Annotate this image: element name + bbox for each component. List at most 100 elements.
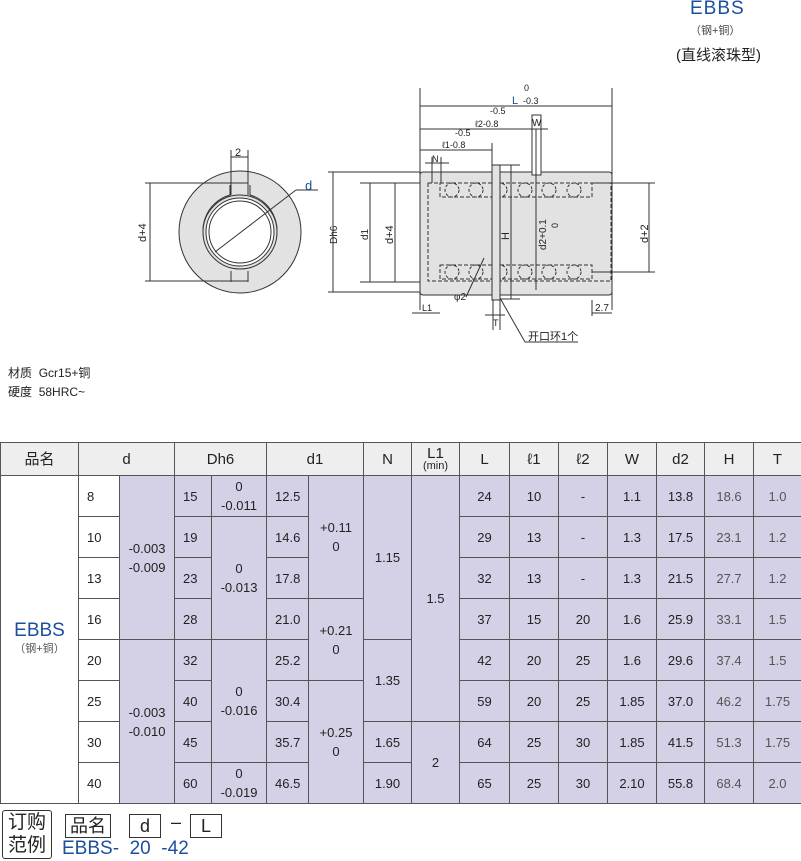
cell-d: 30 xyxy=(78,721,120,763)
cell-d1-tol-upper: +0.21 xyxy=(319,622,353,638)
cell-d1-tol-lower: 0 xyxy=(332,744,340,759)
order-label-2: 范例 xyxy=(7,835,46,856)
cell-W: 1.85 xyxy=(607,680,657,722)
cell-dh6-tol: 0 -0.013 xyxy=(211,516,267,640)
cell-d1: 14.6 xyxy=(266,516,309,558)
example-sep: - xyxy=(161,838,168,859)
d2-label: d2+0.1 xyxy=(538,219,549,250)
material-value: Gcr15+铜 xyxy=(38,366,91,380)
hardness-line: 硬度 58HRC~ xyxy=(8,383,85,400)
cell-d2: 55.8 xyxy=(656,762,705,804)
cell-L: 59 xyxy=(459,680,510,722)
cell-l1: 10 xyxy=(509,475,559,517)
cell-H: 18.6 xyxy=(704,475,754,517)
cell-T: 1.75 xyxy=(753,680,801,722)
L-upper-tol: 0 xyxy=(524,83,529,93)
cell-dh6: 23 xyxy=(174,557,212,599)
W-label: W xyxy=(532,118,542,129)
L-label: L xyxy=(512,95,518,107)
header-d1: d1 xyxy=(266,442,364,476)
cell-N: 1.35 xyxy=(363,639,412,722)
header-H: H xyxy=(704,442,754,476)
cell-T: 1.5 xyxy=(753,598,801,640)
cell-dh6-tol: 0 -0.019 xyxy=(211,762,267,804)
cell-W: 1.6 xyxy=(607,639,657,681)
side-d4-label: d+4 xyxy=(384,225,396,244)
L-lower-tol: -0.3 xyxy=(523,96,539,106)
cell-T: 1.2 xyxy=(753,557,801,599)
cell-l1: 25 xyxy=(509,721,559,763)
cell-l2: 25 xyxy=(558,680,608,722)
cell-H: 23.1 xyxy=(704,516,754,558)
header-l1: ℓ1 xyxy=(509,442,559,476)
cell-L: 24 xyxy=(459,475,510,517)
header-L1: L1(min) xyxy=(411,442,460,476)
cell-d: 40 xyxy=(78,762,120,804)
cell-dh6-tol-lower: -0.019 xyxy=(220,785,258,800)
header-d: d xyxy=(78,442,175,476)
d2-lower-tol: 0 xyxy=(550,223,560,228)
keyway-width-label: 2 xyxy=(235,147,241,159)
cell-d2: 17.5 xyxy=(656,516,705,558)
cell-N: 1.65 xyxy=(363,721,412,763)
product-title: EBBS xyxy=(690,0,745,19)
cell-L: 42 xyxy=(459,639,510,681)
cell-dh6-tol-upper: 0 xyxy=(235,561,243,576)
l1-upper-tol: -0.5 xyxy=(455,128,471,138)
cell-d1: 46.5 xyxy=(266,762,309,804)
product-type: (直线滚珠型) xyxy=(676,47,761,64)
format-d-box: d xyxy=(129,814,161,838)
cell-L: 29 xyxy=(459,516,510,558)
phi2-label: φ2 xyxy=(454,292,466,303)
cell-l2: 30 xyxy=(558,762,608,804)
cell-d: 16 xyxy=(78,598,120,640)
hardness-label: 硬度 xyxy=(8,385,33,399)
cell-dh6-tol-lower: -0.011 xyxy=(221,498,257,513)
cell-dh6: 32 xyxy=(174,639,212,681)
l1-label: ℓ1-0.8 xyxy=(442,140,465,150)
order-example: EBBS- 20 -42 xyxy=(62,838,189,860)
cell-dh6: 60 xyxy=(174,762,212,804)
dim-2-7-label: 2.7 xyxy=(595,303,609,314)
cell-H: 27.7 xyxy=(704,557,754,599)
l2-upper-tol: -0.5 xyxy=(490,106,506,116)
cell-H: 68.4 xyxy=(704,762,754,804)
cell-dh6: 28 xyxy=(174,598,212,640)
T-label: T xyxy=(493,318,499,328)
cell-l1: 15 xyxy=(509,598,559,640)
material-line: 材质 Gcr15+铜 xyxy=(8,364,90,381)
cell-L1: 1.5 xyxy=(411,475,460,722)
cell-d2: 29.6 xyxy=(656,639,705,681)
cell-dh6-tol-upper: 0 xyxy=(235,766,243,781)
cell-N: 1.15 xyxy=(363,475,412,640)
cell-T: 1.5 xyxy=(753,639,801,681)
cell-dh6-tol-lower: -0.013 xyxy=(220,580,258,595)
cell-d-tol-lower: -0.010 xyxy=(128,723,166,739)
cell-dh6: 19 xyxy=(174,516,212,558)
cell-d: 13 xyxy=(78,557,120,599)
cell-N: 1.90 xyxy=(363,762,412,804)
cell-W: 1.85 xyxy=(607,721,657,763)
cell-l2: 30 xyxy=(558,721,608,763)
cell-d1: 12.5 xyxy=(266,475,309,517)
hardness-value: 58HRC~ xyxy=(38,385,86,399)
cell-d1-tol-upper: +0.25 xyxy=(319,725,353,740)
front-view xyxy=(145,150,318,294)
cell-dh6: 15 xyxy=(174,475,212,517)
cell-d-tol-lower: -0.009 xyxy=(128,559,166,575)
technical-drawing: 2 d d+4 Dh6 d1 d+4 0 L -0.3 -0.5 ℓ2-0.8 … xyxy=(137,83,655,343)
cell-W: 2.10 xyxy=(607,762,657,804)
cell-H: 46.2 xyxy=(704,680,754,722)
header-T: T xyxy=(753,442,801,476)
cell-d2: 41.5 xyxy=(656,721,705,763)
cell-d1-tol-upper: +0.11 xyxy=(320,520,352,535)
example-d: 20 xyxy=(129,838,151,859)
cell-H: 33.1 xyxy=(704,598,754,640)
